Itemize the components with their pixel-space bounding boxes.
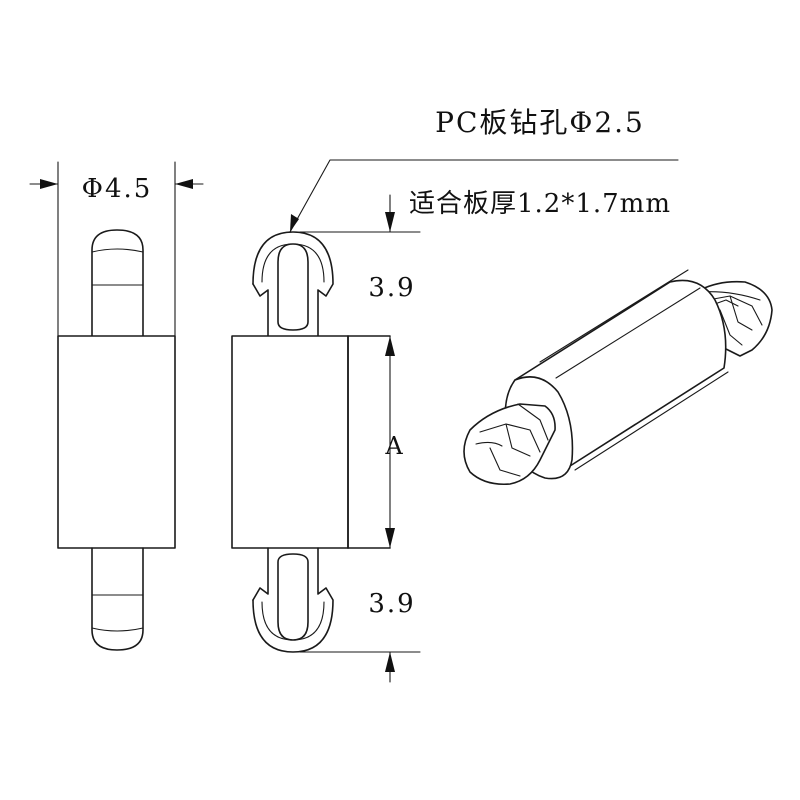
iso-front-snap-line4 bbox=[517, 403, 549, 441]
board-thickness-label: 适合板厚1.2*1.7mm bbox=[409, 189, 671, 219]
iso-back-snap-line3 bbox=[729, 295, 753, 331]
side-body bbox=[231, 335, 349, 549]
front-bottom-pin-cap-line bbox=[91, 627, 144, 632]
bottom-length-label: 3.9 bbox=[368, 589, 415, 619]
side-top-snap-outer-right bbox=[252, 231, 334, 337]
front-body bbox=[57, 335, 176, 549]
top-length-label: 3.9 bbox=[368, 273, 415, 303]
iso-back-snap-line2 bbox=[707, 295, 763, 326]
side-view bbox=[231, 231, 391, 653]
pcb-hole-leader bbox=[289, 159, 679, 233]
front-top-pin-cap-line bbox=[91, 248, 144, 253]
iso-front-snap-outline bbox=[463, 403, 556, 486]
bottom-dim-arrow bbox=[385, 652, 395, 672]
body-length-label: A bbox=[384, 432, 403, 460]
side-top-snap-inner bbox=[261, 243, 325, 283]
body-dim-arrow-bottom bbox=[385, 528, 395, 548]
top-dim-arrow bbox=[385, 212, 395, 232]
pcb-hole-leader-arrow bbox=[290, 214, 299, 232]
diameter-arrow-left bbox=[40, 179, 58, 189]
body-dim-arrow-top bbox=[385, 336, 395, 356]
iso-front-snap-line1 bbox=[479, 423, 541, 453]
iso-back-snap-line4 bbox=[719, 309, 743, 346]
front-top-pin bbox=[91, 229, 144, 337]
iso-front-snap-line5 bbox=[475, 441, 503, 447]
iso-body-edge3 bbox=[574, 371, 729, 471]
side-top-snap-outer-left bbox=[252, 283, 269, 337]
isometric-view bbox=[463, 269, 773, 486]
iso-front-snap-line2 bbox=[505, 423, 531, 457]
side-bottom-slot bbox=[277, 553, 309, 641]
front-view: Φ4.5 bbox=[29, 161, 204, 651]
side-bottom-snap-inner bbox=[261, 601, 325, 641]
front-bottom-pin bbox=[91, 547, 144, 651]
side-bottom-snap-outer-right bbox=[252, 547, 334, 653]
pcb-hole-label: PC板钻孔Φ2.5 bbox=[435, 106, 645, 139]
iso-front-snap-line3 bbox=[489, 447, 521, 477]
diameter-outer-label: Φ4.5 bbox=[82, 174, 153, 204]
diameter-arrow-right bbox=[175, 179, 193, 189]
iso-body-edge2 bbox=[555, 287, 701, 379]
side-dimensions: PC板钻孔Φ2.5 适合板厚1.2*1.7mm 3.9 A 3.9 bbox=[289, 106, 679, 683]
iso-front-snap bbox=[463, 403, 556, 486]
side-bottom-snap-outer-left bbox=[252, 547, 269, 601]
iso-body-edge1 bbox=[539, 269, 689, 363]
side-top-slot bbox=[277, 243, 309, 331]
